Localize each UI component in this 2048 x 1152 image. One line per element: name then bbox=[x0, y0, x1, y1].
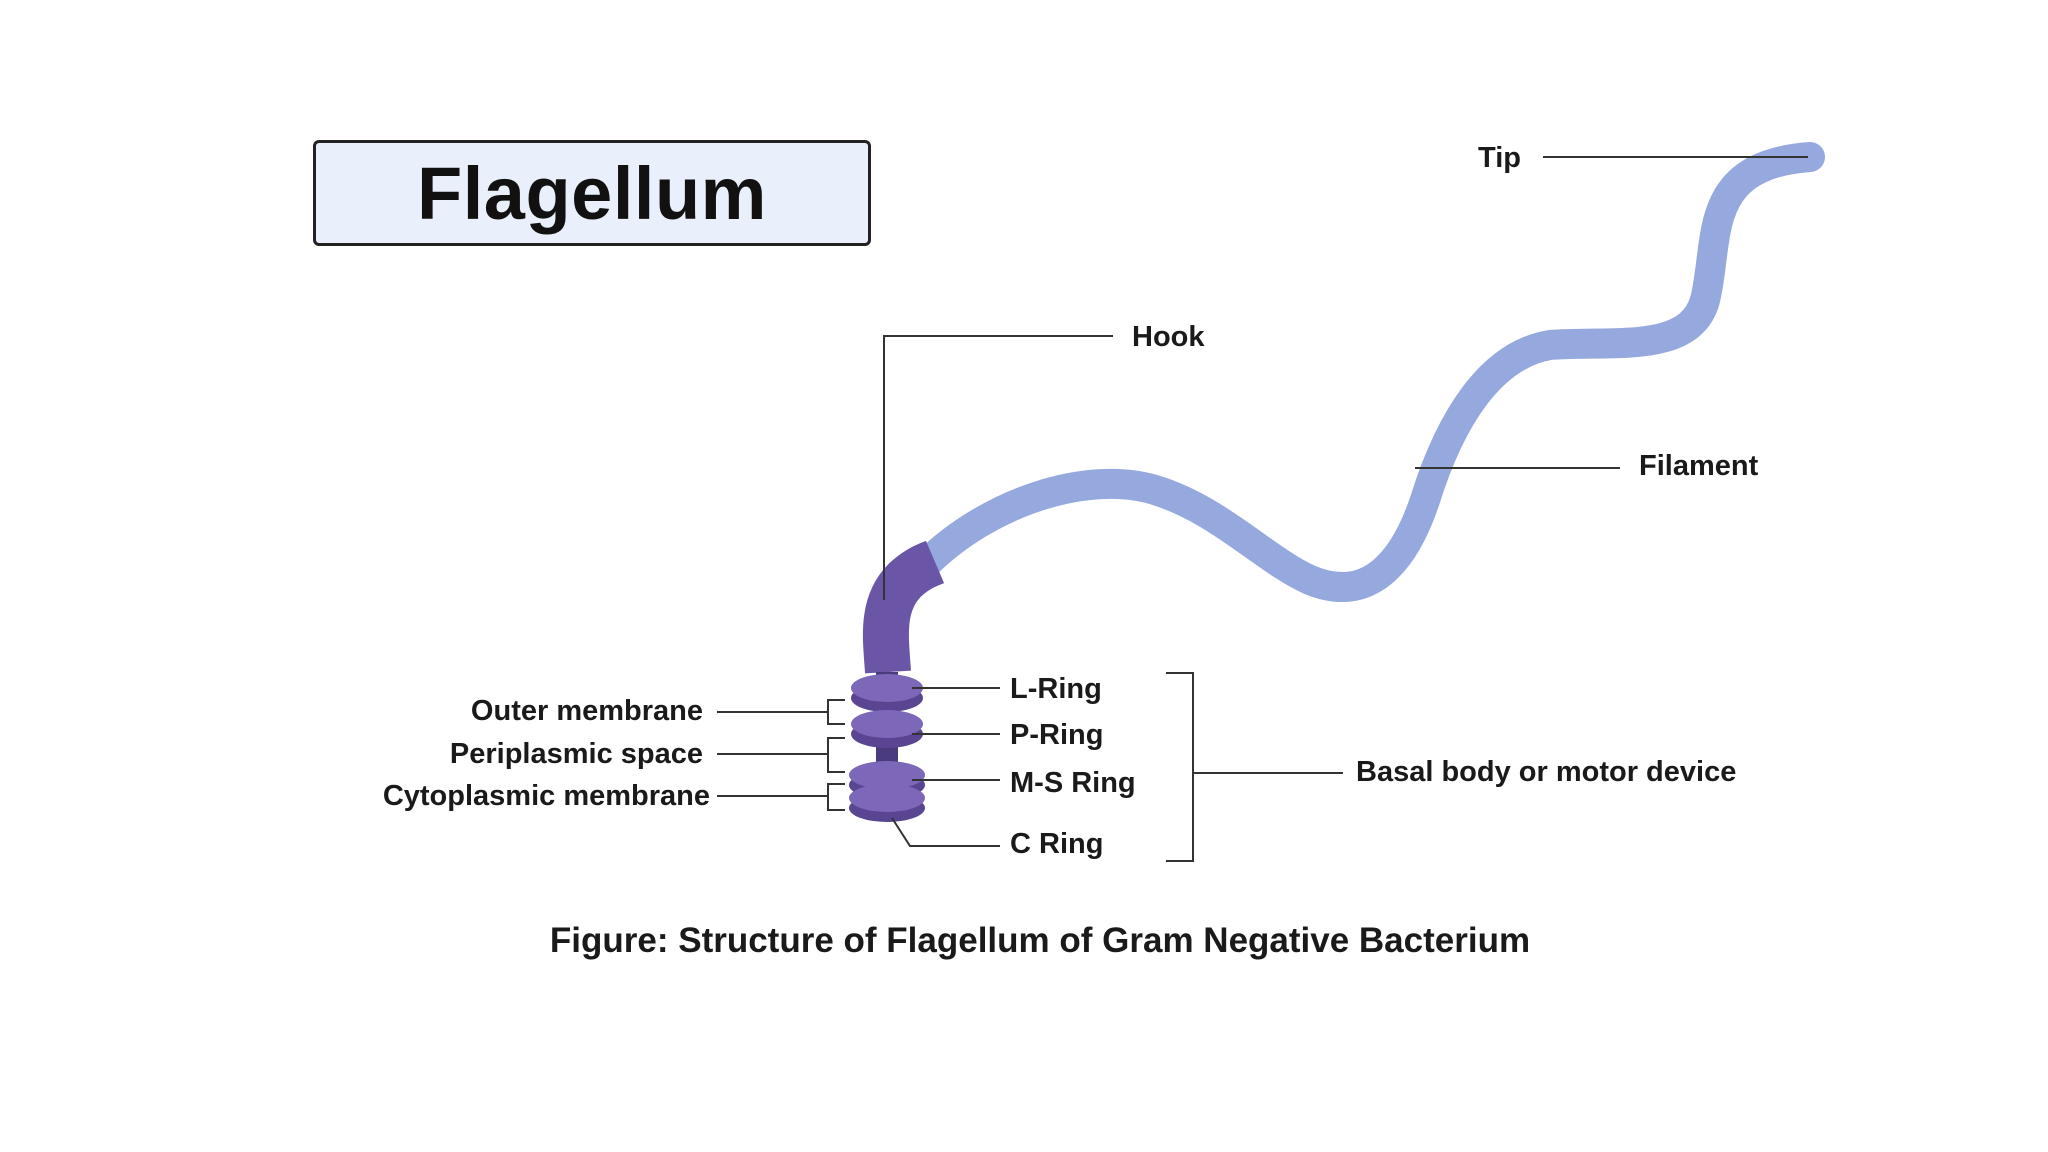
hook bbox=[862, 540, 945, 674]
c-ring bbox=[849, 784, 925, 822]
filament bbox=[910, 142, 1825, 602]
p-ring bbox=[851, 710, 923, 748]
hook-label: Hook bbox=[1132, 321, 1205, 353]
outer-membrane-bracket bbox=[827, 699, 845, 725]
outer-membrane-label: Outer membrane bbox=[471, 695, 703, 727]
l-ring bbox=[851, 674, 923, 712]
hook-leader bbox=[883, 335, 1113, 600]
c-ring-label: C Ring bbox=[1010, 828, 1103, 860]
tip-label: Tip bbox=[1478, 142, 1521, 174]
cytoplasmic-membrane-bracket bbox=[827, 783, 845, 811]
p-ring-label: P-Ring bbox=[1010, 719, 1103, 751]
periplasmic-space-label: Periplasmic space bbox=[450, 738, 703, 770]
title-box: Flagellum bbox=[313, 140, 871, 246]
l-ring-label: L-Ring bbox=[1010, 673, 1102, 705]
diagram-title: Flagellum bbox=[417, 151, 767, 235]
ms-ring-label: M-S Ring bbox=[1010, 767, 1136, 799]
cytoplasmic-membrane-label: Cytoplasmic membrane bbox=[383, 780, 710, 812]
c-ring-leader bbox=[891, 817, 1000, 847]
basal-body-label: Basal body or motor device bbox=[1356, 756, 1736, 788]
figure-caption: Figure: Structure of Flagellum of Gram N… bbox=[550, 921, 1530, 960]
basal-body-bracket bbox=[1166, 672, 1194, 862]
periplasmic-space-bracket bbox=[827, 737, 845, 773]
filament-label: Filament bbox=[1639, 450, 1759, 482]
